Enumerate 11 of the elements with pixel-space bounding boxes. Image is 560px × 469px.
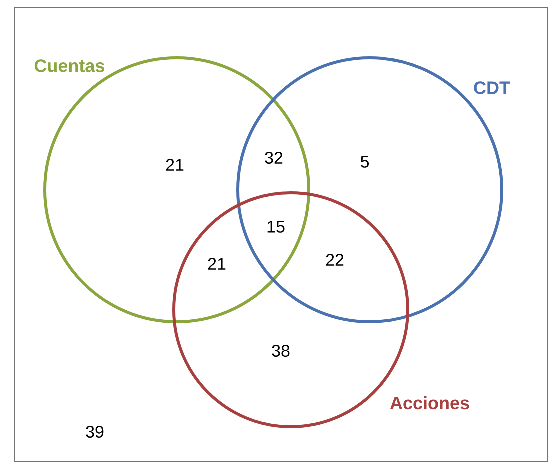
region-count: 5 (360, 156, 369, 168)
region-count: 38 (272, 344, 290, 358)
region-count: 39 (86, 426, 104, 438)
set-label: CDT (474, 82, 510, 94)
region-count: 32 (265, 152, 283, 164)
region-count: 21 (166, 159, 184, 171)
region-count: 15 (268, 221, 285, 233)
region-count: 21 (208, 258, 226, 270)
set-label: Cuentas (34, 60, 104, 72)
region-count: 22 (326, 254, 344, 266)
set-label: Acciones (390, 396, 470, 410)
